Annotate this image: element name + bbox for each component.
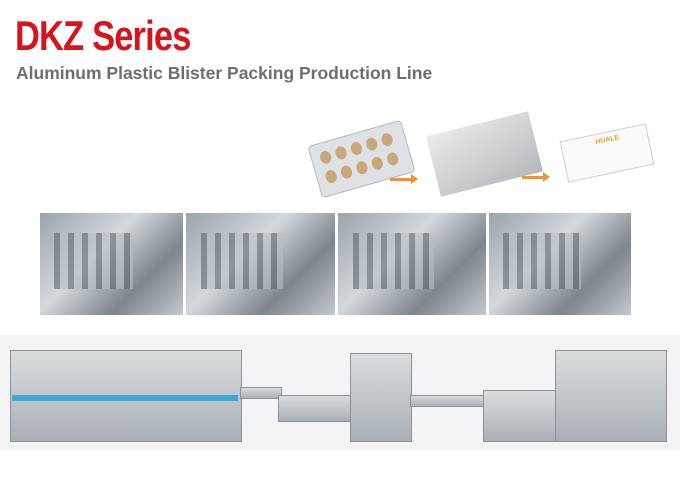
detail-photo-feeding xyxy=(186,213,335,315)
arrow-icon xyxy=(522,172,550,182)
detail-photo-cartoning xyxy=(489,213,631,315)
production-line-image xyxy=(0,335,680,450)
detail-photo-forming xyxy=(40,213,183,315)
conveyor xyxy=(410,395,487,407)
blister-pack-image xyxy=(307,119,416,199)
cartoning-machine-top xyxy=(555,350,667,442)
pillow-packing-machine xyxy=(350,353,412,442)
detail-photo-sealing xyxy=(338,213,486,315)
aluminum-pouch-image xyxy=(426,111,543,197)
product-subtitle: Aluminum Plastic Blister Packing Product… xyxy=(16,63,433,83)
carton-box-image: HUALE xyxy=(559,123,655,183)
box-brand-text: HUALE xyxy=(594,134,620,147)
blue-stripe xyxy=(12,395,238,401)
conveyor xyxy=(240,387,282,399)
series-title: DKZ Series xyxy=(15,12,191,59)
arrow-icon xyxy=(390,174,418,184)
pouch-conveyor xyxy=(278,395,355,422)
